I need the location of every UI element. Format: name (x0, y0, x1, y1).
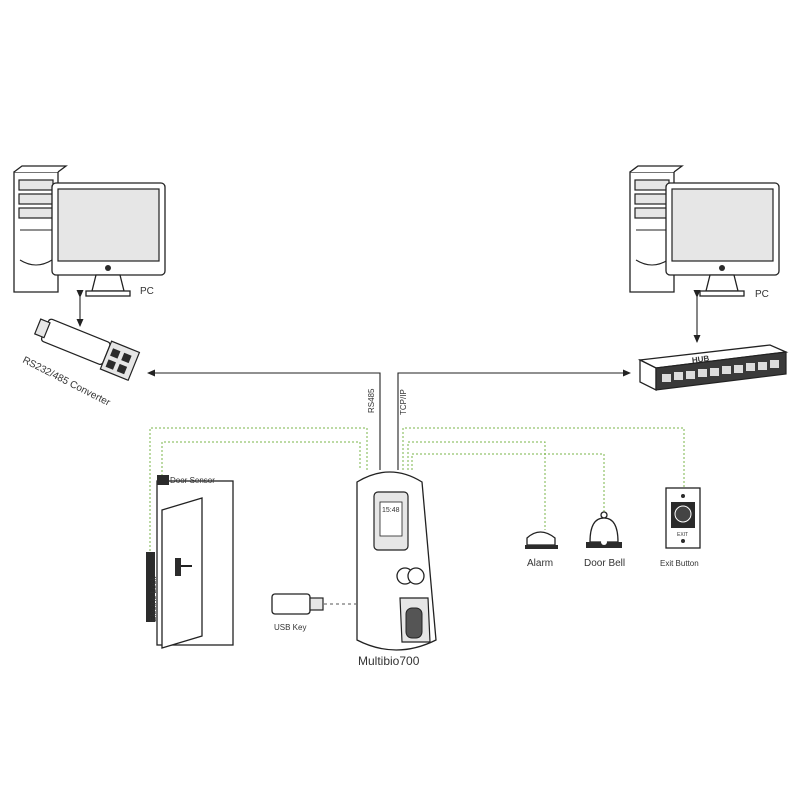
pc-right-label: PC (755, 289, 769, 300)
door-handle-icon (175, 558, 181, 576)
usb-key-label: USB Key (274, 623, 306, 632)
bell-icon (586, 511, 622, 548)
alarm-icon (525, 531, 558, 549)
converter-icon (33, 318, 141, 382)
pc-tower-icon (13, 165, 68, 293)
rs232-485-converter: RS232/485 Converter (21, 318, 141, 409)
door-sensor-icon (157, 475, 169, 485)
rs485-link (147, 369, 381, 470)
monitor-icon (51, 182, 166, 297)
door-leaf (161, 497, 203, 649)
door: Door Sensor Electric Lock (146, 475, 234, 649)
door-bell-wire (411, 453, 605, 515)
door-sensor-label: Door Sensor (170, 476, 215, 485)
rs485-label: RS485 (367, 388, 376, 413)
exit-button: EXIT Exit Button (660, 487, 701, 568)
device-label: Multibio700 (358, 654, 420, 668)
electric-lock-label: Electric Lock (149, 576, 158, 622)
exit-button-label: Exit Button (660, 559, 699, 568)
tcpip-link (397, 369, 631, 470)
alarm-label: Alarm (527, 558, 553, 569)
usb-key: USB Key (271, 593, 356, 632)
lock-wire (149, 427, 368, 555)
wiring (149, 427, 685, 555)
hub-icon (637, 344, 789, 392)
exit-button-icon: EXIT (665, 487, 701, 549)
door-sensor-wire (161, 441, 361, 480)
pc-left-label: PC (140, 286, 154, 297)
multibio700-device: 15:48 Multibio700 (356, 471, 437, 668)
connections: RS485 TCP/IP (76, 290, 701, 470)
alarm: Alarm (525, 531, 558, 569)
door-bell-label: Door Bell (584, 558, 625, 569)
device-screen-time: 15:48 (382, 507, 400, 514)
network-hub: HUB (637, 344, 789, 392)
hub-label: HUB (691, 354, 710, 365)
exit-button-caption: EXIT (677, 532, 688, 538)
pc-right: PC (629, 165, 780, 300)
usb-key-icon (271, 593, 324, 615)
pc-left: PC (13, 165, 166, 297)
tcpip-label: TCP/IP (399, 389, 408, 415)
pc-tower-icon (629, 165, 684, 293)
electric-lock-icon (146, 552, 155, 622)
door-bell: Door Bell (584, 511, 625, 569)
exit-button-wire (402, 427, 685, 488)
monitor-icon (665, 182, 780, 297)
alarm-wire (407, 441, 546, 530)
